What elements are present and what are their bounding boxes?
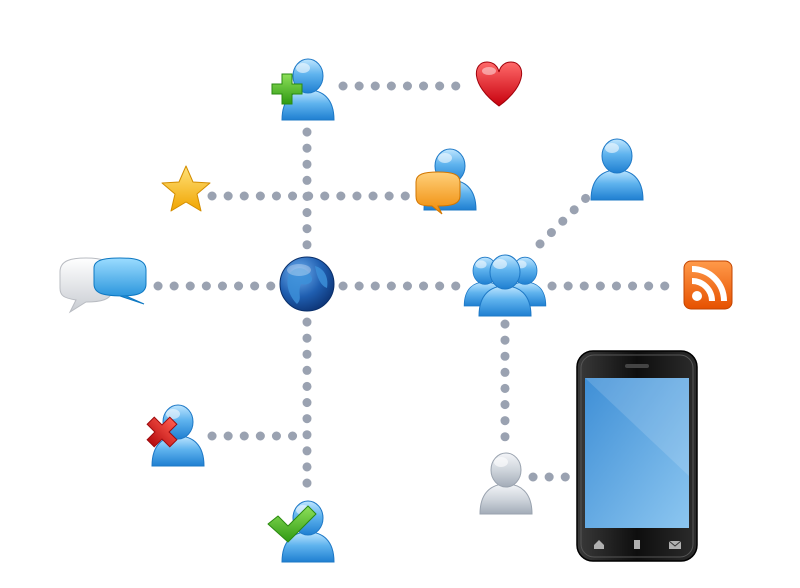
verified-user-icon <box>267 500 335 563</box>
user-group-icon <box>463 254 547 317</box>
phone-screen <box>585 378 689 528</box>
user-icon <box>590 138 644 201</box>
user-chat-icon <box>415 148 477 215</box>
smartphone-icon <box>576 350 698 562</box>
heart-icon <box>475 61 523 107</box>
connector-group-user <box>535 191 593 249</box>
chat-bubbles-icon <box>59 257 147 314</box>
home-icon[interactable] <box>594 540 604 549</box>
rss-feed-icon <box>683 260 733 310</box>
connector-lines <box>153 81 677 495</box>
menu-icon[interactable] <box>634 540 640 549</box>
star-icon <box>161 165 211 212</box>
add-user-icon <box>271 58 335 121</box>
globe-icon <box>279 256 335 312</box>
mail-icon[interactable] <box>668 540 682 549</box>
remove-user-icon <box>146 404 205 467</box>
phone-speaker <box>625 364 649 368</box>
guest-user-icon <box>479 452 533 515</box>
